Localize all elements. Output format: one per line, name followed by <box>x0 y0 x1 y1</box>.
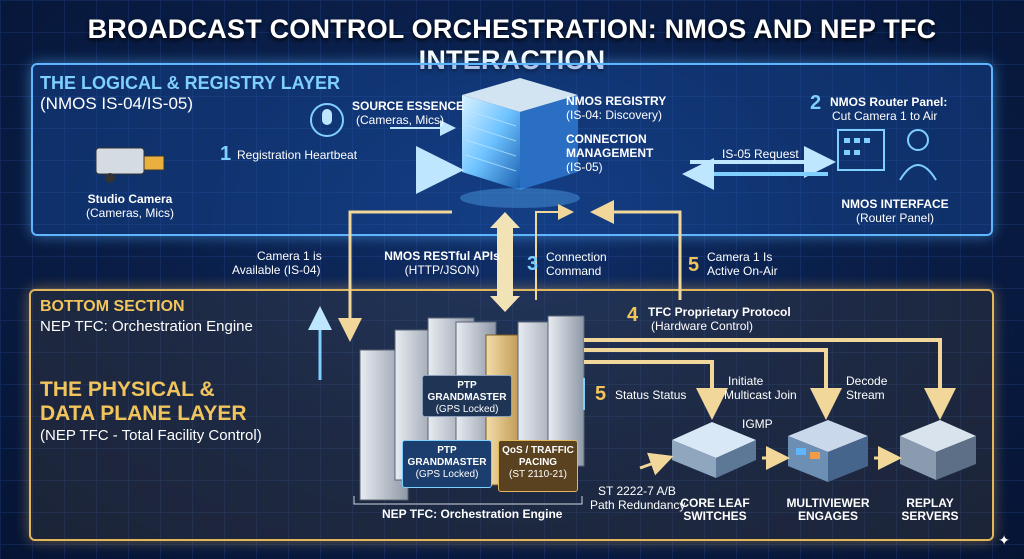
core-leaf-switch-icon <box>672 422 756 478</box>
restful-api-label: NMOS RESTful APIs <box>384 249 500 263</box>
top-layer-heading: THE LOGICAL & REGISTRY LAYER <box>40 73 341 93</box>
registry-label: NMOS REGISTRY <box>566 94 667 108</box>
nmos-registry-server-icon <box>460 78 580 208</box>
bottom-section-heading: BOTTOM SECTION <box>40 298 185 315</box>
registry-sub: (IS-04: Discovery) <box>566 108 663 122</box>
nmos-interface-label: NMOS INTERFACE <box>841 197 949 211</box>
step-4-label-1: TFC Proprietary Protocol <box>648 305 791 319</box>
replay-server-icon <box>900 420 976 480</box>
multiviewer-label-2: ENGAGES <box>797 509 858 523</box>
camera-available-label-1: Camera 1 is <box>257 249 322 263</box>
tfc-to-switch-line <box>584 360 728 420</box>
studio-camera-label: Studio Camera <box>87 192 173 206</box>
ptp-grandmaster-1-sub: (GPS Locked) <box>435 404 499 415</box>
sparkle-icon: ✦ <box>998 532 1010 548</box>
camera-available-label-2: Available (IS-04) <box>232 263 321 277</box>
step-4-number: 4 <box>627 304 639 326</box>
ptp-grandmaster-1-name: GRANDMASTER <box>427 392 507 403</box>
step-3-label-2: Command <box>546 264 602 278</box>
top-layer-subheading: (NMOS IS-04/IS-05) <box>40 94 194 113</box>
ptp-grandmaster-2-name: GRANDMASTER <box>407 457 487 468</box>
connection-management-label-1: CONNECTION <box>566 132 647 146</box>
engine-caption: NEP TFC: Orchestration Engine <box>382 507 563 521</box>
step-2-number: 2 <box>810 92 822 114</box>
decode-label-2: Stream <box>846 388 885 402</box>
router-panel-operator-icon <box>837 129 937 181</box>
ptp-grandmaster-box-2: PTP GRANDMASTER (GPS Locked) <box>402 440 492 488</box>
source-essence-label: SOURCE ESSENCE <box>352 99 465 113</box>
step-3-label-1: Connection <box>546 250 607 264</box>
st2222-label-1: ST 2222-7 A/B <box>598 484 676 498</box>
physical-layer-heading-1: THE PHYSICAL & <box>40 378 215 401</box>
qos-name: PACING <box>518 457 558 468</box>
source-essence-sub: (Cameras, Mics) <box>356 113 445 127</box>
decode-label-1: Decode <box>846 374 888 388</box>
camera-available-path <box>348 210 452 336</box>
step-2-label-2: Cut Camera 1 to Air <box>832 109 938 123</box>
qos-sub: (ST 2110-21) <box>509 469 567 480</box>
core-leaf-label-2: SWITCHES <box>683 509 747 523</box>
ptp-grandmaster-2-title: PTP <box>437 445 457 456</box>
physical-layer-heading-2: DATA PLANE LAYER <box>40 402 247 425</box>
step-5-label-2: Active On-Air <box>707 264 778 278</box>
ptp-grandmaster-1-title: PTP <box>457 380 477 391</box>
studio-camera-sub: (Cameras, Mics) <box>85 206 174 220</box>
multiviewer-icon <box>788 420 868 482</box>
replay-label-1: REPLAY <box>906 496 954 510</box>
step-3-number: 3 <box>527 253 539 275</box>
igmp-label: IGMP <box>742 417 773 431</box>
nmos-interface-sub: (Router Panel) <box>855 211 935 225</box>
initiate-label-1: Initiate <box>728 374 764 388</box>
page-title: BROADCAST CONTROL ORCHESTRATION: NMOS AN… <box>87 14 937 75</box>
studio-camera-icon <box>95 147 165 183</box>
qos-title: QoS / TRAFFIC <box>502 445 574 456</box>
on-air-status-path <box>590 200 682 300</box>
step-1-number: 1 <box>220 143 232 165</box>
microphone-icon <box>310 103 344 137</box>
connection-management-label-2: MANAGEMENT <box>566 146 654 160</box>
connection-management-sub: (IS-05) <box>566 160 603 174</box>
core-leaf-label-1: CORE LEAF <box>680 496 750 510</box>
multiviewer-label-1: MULTIVIEWER <box>786 496 870 510</box>
physical-layer-sub: (NEP TFC - Total Facility Control) <box>40 427 262 444</box>
connection-command-path <box>535 204 574 300</box>
tfc-to-multiviewer-line <box>584 348 842 420</box>
tfc-to-replay-line <box>584 338 956 420</box>
replay-label-2: SERVERS <box>901 509 959 523</box>
step-1-label: Registration Heartbeat <box>237 148 358 162</box>
is05-request-label: IS-05 Request <box>722 147 799 161</box>
restful-api-sub: (HTTP/JSON) <box>404 263 480 277</box>
st2222-label-2: Path Redundancy <box>590 498 686 512</box>
step-2-label-1: NMOS Router Panel: <box>830 95 948 109</box>
ptp-grandmaster-2-sub: (GPS Locked) <box>415 469 479 480</box>
bottom-section-sub: NEP TFC: Orchestration Engine <box>40 318 253 335</box>
step-5-label-1: Camera 1 Is <box>707 250 773 264</box>
qos-traffic-pacing-box: QoS / TRAFFIC PACING (ST 2110-21) <box>498 440 578 492</box>
step-5b-number: 5 <box>595 383 607 405</box>
step-5-number: 5 <box>688 254 700 276</box>
ptp-grandmaster-box-1: PTP GRANDMASTER (GPS Locked) <box>422 375 512 417</box>
engine-bracket <box>353 496 583 505</box>
step-5b-label: Status Status <box>615 388 687 402</box>
initiate-label-2: Multicast Join <box>724 388 797 402</box>
step-4-label-2: (Hardware Control) <box>651 319 754 333</box>
